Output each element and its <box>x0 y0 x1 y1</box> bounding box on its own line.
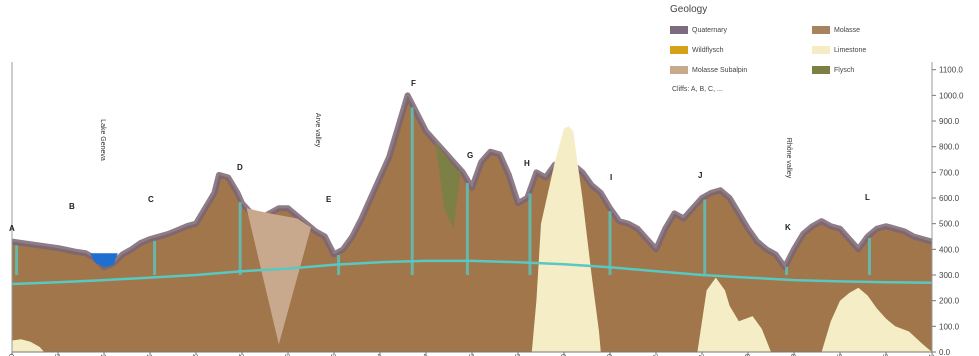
y-tick-label: 300.0 <box>939 271 960 280</box>
flysch-wedge <box>435 141 461 229</box>
point-label-d: D <box>237 163 243 172</box>
point-label-g: G <box>467 151 473 160</box>
x-tick-label: 50.0 <box>467 354 474 356</box>
quaternary-cover <box>11 92 933 271</box>
limestone-body-far-right <box>821 287 932 352</box>
geology-legend: Geology Quaternary Molasse Wildflysch Li… <box>666 4 966 96</box>
point-labels: A B C D E F G H I J K L <box>9 79 870 233</box>
x-tick-label: 35.0 <box>329 354 336 356</box>
legend-item-flysch: Flysch <box>812 66 854 74</box>
x-tick-label: 95.0 <box>881 354 888 356</box>
legend-label: Flysch <box>834 66 855 74</box>
molasse-subalpin-wedge <box>246 208 311 345</box>
limestone-body-main <box>531 126 601 352</box>
y-tick-label: 400.0 <box>939 245 960 254</box>
x-tick-label: 80.0 <box>743 354 750 356</box>
x-tick-label: 0.0 <box>7 354 14 356</box>
rhone-valley-label: Rhône valley <box>785 138 792 179</box>
molasse-body <box>12 95 932 353</box>
legend-item-molasse-subalpin: Molasse Subalpin <box>670 66 747 74</box>
y-tick-label: 900.0 <box>939 117 960 126</box>
point-label-b: B <box>69 202 75 211</box>
point-label-i: I <box>610 173 612 182</box>
legend-cliffs-note: Cliffs: A, B, C, ... <box>672 86 723 93</box>
point-label-a: A <box>9 224 15 233</box>
legend-item-molasse: Molasse <box>812 26 860 34</box>
x-tick-label: 55.0 <box>513 354 520 356</box>
x-tick-label: 60.0 <box>559 354 566 356</box>
point-label-h: H <box>524 159 530 168</box>
point-label-f: F <box>411 79 416 88</box>
x-tick-label: 45.0 <box>421 354 428 356</box>
x-tick-label: 65.0 <box>605 354 612 356</box>
arve-valley-label: Arve valley <box>314 113 321 148</box>
x-tick-label: 10.0 <box>99 354 106 356</box>
point-label-k: K <box>785 223 791 232</box>
lake-geneva-water <box>90 253 118 268</box>
x-tick-label: 30.0 <box>283 354 290 356</box>
y-tick-label: 0.0 <box>939 348 951 356</box>
x-tick-label: 70.0 <box>651 354 658 356</box>
x-tick-label: 100.0 <box>927 354 934 356</box>
y-tick-label: 800.0 <box>939 143 960 152</box>
tunnel-line <box>11 259 933 286</box>
legend-swatch <box>812 26 830 34</box>
legend-title: Geology <box>670 4 708 15</box>
y-tick-label: 600.0 <box>939 194 960 203</box>
x-tick-label: 75.0 <box>697 354 704 356</box>
point-label-e: E <box>326 195 332 204</box>
y-tick-label: 1000.0 <box>939 91 964 100</box>
legend-swatch <box>670 26 688 34</box>
legend-label: Quaternary <box>692 26 728 34</box>
legend-swatch <box>670 46 688 54</box>
legend-item-quaternary: Quaternary <box>670 26 727 34</box>
y-tick-label: 1100.0 <box>939 66 963 75</box>
x-tick-label: 85.0 <box>789 354 796 356</box>
x-tick-label: 15.0 <box>145 354 152 356</box>
legend-item-wildflysch: Wildflysch <box>670 46 724 54</box>
y-tick-label: 500.0 <box>939 220 960 229</box>
place-labels: Lake Geneva Arve valley Rhône valley <box>99 113 792 179</box>
x-tick-label: 40.0 <box>375 354 382 356</box>
legend-label: Molasse Subalpin <box>692 66 748 74</box>
legend-item-limestone: Limestone <box>812 46 866 54</box>
legend-swatch <box>812 46 830 54</box>
legend-swatch <box>812 66 830 74</box>
y-tick-label: 100.0 <box>939 322 960 331</box>
x-tick-label: 20.0 <box>191 354 198 356</box>
point-label-l: L <box>865 193 870 202</box>
point-label-c: C <box>148 195 154 204</box>
x-axis-ticks: 0.0 5.0 10.0 15.0 20.0 25.0 30.0 35.0 40.0 45.0 50… <box>7 352 934 356</box>
y-tick-label: 200.0 <box>939 297 960 306</box>
legend-label: Limestone <box>834 46 867 54</box>
lake-geneva-label: Lake Geneva <box>99 119 106 161</box>
y-axis-ticks: 0.0 100.0 200.0 300.0 400.0 500.0 600.0 700.0 80… <box>932 66 964 356</box>
legend-swatch <box>670 66 688 74</box>
legend-label: Molasse <box>834 26 861 34</box>
limestone-body-left <box>12 339 45 352</box>
geology-layers <box>11 92 933 353</box>
legend-label: Wildflysch <box>692 46 724 54</box>
x-tick-label: 90.0 <box>835 354 842 356</box>
x-tick-label: 5.0 <box>53 354 60 356</box>
point-label-j: J <box>698 171 702 180</box>
limestone-body-right <box>697 277 771 352</box>
y-tick-label: 700.0 <box>939 168 960 177</box>
x-tick-label: 25.0 <box>237 354 244 356</box>
